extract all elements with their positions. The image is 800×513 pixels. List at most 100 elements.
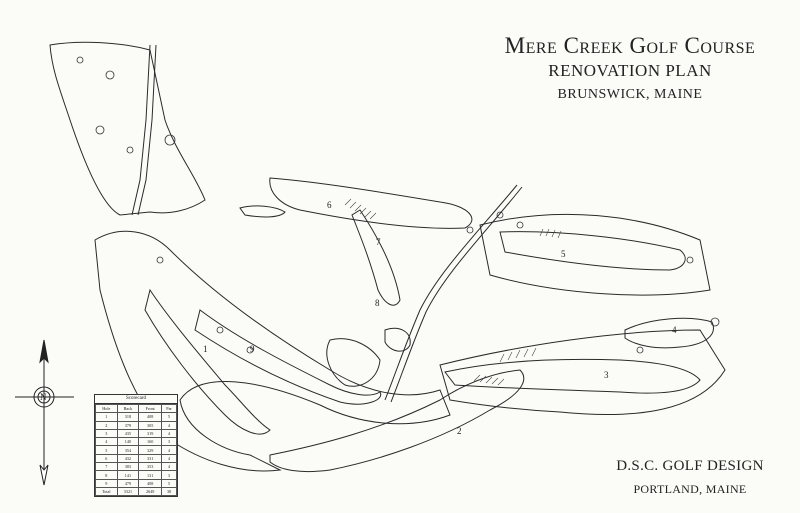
hole-label-9: 9: [250, 344, 255, 354]
tree-marker: [496, 211, 504, 219]
hole-5-boundary: [479, 213, 711, 296]
road-central-edge: [390, 186, 523, 403]
course-location: BRUNSWICK, MAINE: [557, 87, 703, 102]
scorecard-cell: 140: [116, 437, 140, 447]
scorecard-cell: Total: [95, 486, 118, 497]
hatching-hole-5: [539, 228, 562, 239]
scorecard-cell: 8: [95, 470, 118, 480]
compass-north-label: N: [40, 392, 47, 402]
road-north: [131, 44, 151, 216]
scorecard-cell: 5: [161, 412, 177, 422]
tree-marker: [76, 56, 84, 64]
scorecard-cell: 379: [116, 420, 140, 430]
tee-hole-6: [239, 205, 286, 218]
tree-marker: [516, 221, 524, 229]
tree-marker: [636, 346, 644, 354]
title-block: Mere Creek Golf Course RENOVATION PLAN B…: [480, 32, 780, 108]
course-title: Mere Creek Golf Course: [504, 33, 756, 58]
hole-label-6: 6: [327, 200, 332, 210]
scorecard-header: Hole: [95, 403, 118, 414]
scorecard-cell: 3: [161, 437, 177, 447]
tree-marker: [156, 256, 164, 264]
scorecard-cell: 432: [116, 453, 140, 464]
scorecard-cell: 3: [161, 470, 177, 480]
scorecard-cell: 408: [138, 412, 163, 422]
road-central: [384, 184, 518, 401]
hole-label-4: 4: [672, 325, 677, 335]
scorecard-cell: 479: [116, 478, 140, 488]
hole-3-boundary: [439, 329, 726, 416]
scorecard-cell: 6: [95, 453, 118, 464]
scorecard-cell: 131: [138, 470, 163, 480]
scorecard-cell: 1: [95, 412, 118, 422]
hole-label-5: 5: [561, 249, 566, 259]
tree-marker: [126, 146, 134, 154]
designer-block: D.S.C. GOLF DESIGN PORTLAND, MAINE: [605, 458, 775, 497]
fairway-hole-8: [326, 338, 381, 387]
scorecard-cell: 38: [161, 486, 177, 497]
tree-marker: [95, 125, 105, 135]
scorecard-cell: 4: [161, 445, 177, 455]
scorecard-cell: 141: [116, 470, 140, 480]
scorecard-cell: 2649: [138, 486, 163, 497]
tree-marker: [216, 326, 224, 334]
hole-label-2: 2: [457, 426, 462, 436]
scorecard-header: Back: [116, 403, 140, 414]
scorecard-cell: 408: [138, 478, 163, 488]
compass-rose: [15, 339, 74, 486]
northwest-property-boundary: [49, 41, 206, 216]
west-corridor-outline: [94, 230, 451, 472]
tree-marker: [105, 70, 115, 80]
fairway-hole-3: [444, 358, 701, 394]
scorecard-cell: 318: [116, 412, 140, 422]
fairway-hole-7: [351, 209, 401, 306]
fairway-hole-2: [269, 369, 525, 473]
scorecard-header: Front: [138, 403, 163, 414]
scorecard-cell: 353: [138, 462, 163, 472]
hole-label-8: 8: [375, 298, 380, 308]
scorecard-cell: 5: [161, 478, 177, 488]
fairway-hole-9: [194, 309, 382, 405]
plan-subtitle: RENOVATION PLAN: [548, 61, 712, 80]
hatching-hole-6: [344, 198, 377, 220]
scorecard-cell: 7: [95, 462, 118, 472]
tree-marker: [710, 317, 720, 327]
scorecard-cell: 2: [95, 420, 118, 430]
fairway-hole-1: [144, 288, 271, 435]
tree-marker: [164, 134, 176, 146]
scorecard-cell: 383: [116, 462, 140, 472]
scorecard-title: Scorecard: [95, 395, 177, 404]
scorecard-cell: 3321: [116, 486, 140, 497]
scorecard-cell: 3: [95, 428, 118, 439]
scorecard-cell: 4: [161, 462, 177, 472]
scorecard-cell: 354: [116, 445, 140, 455]
scorecard-header: Par: [161, 403, 177, 414]
tree-marker: [686, 256, 694, 264]
scorecard-cell: 4: [161, 428, 177, 439]
scorecard-header-row: Hole Back Front Par: [95, 403, 177, 414]
road-north-edge: [137, 44, 157, 216]
scorecard-cell: 160: [138, 437, 163, 447]
fairway-hole-5: [499, 231, 686, 271]
scorecard-cell: 329: [138, 445, 163, 455]
pond: [384, 327, 411, 352]
fairway-hole-6: [269, 177, 473, 229]
green-hole-4: [624, 317, 714, 349]
scorecard-cell: 4: [161, 420, 177, 430]
hole-label-7: 7: [376, 237, 381, 247]
hole-label-1: 1: [203, 344, 208, 354]
scorecard-cell: 5: [95, 445, 118, 455]
designer-city: PORTLAND, MAINE: [633, 482, 747, 496]
tree-marker: [246, 346, 254, 354]
scorecard-cell: 319: [138, 428, 163, 439]
